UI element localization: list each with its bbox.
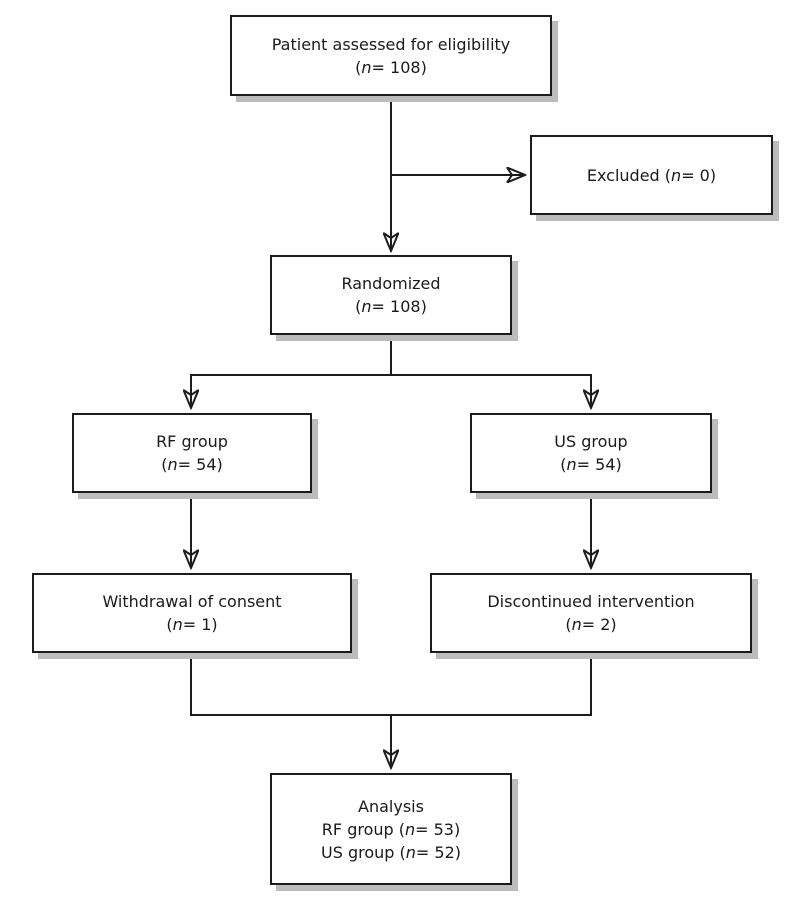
node-analysis-title: Analysis — [358, 796, 424, 816]
node-discontinued-count: (n= 2) — [565, 615, 617, 634]
node-us-group-title: US group — [554, 432, 628, 451]
node-us-group-count: (n= 54) — [560, 455, 622, 474]
node-rf-group-title: RF group — [156, 432, 228, 451]
node-discontinued-title: Discontinued intervention — [487, 592, 695, 611]
node-excluded-title: Excluded (n= 0) — [586, 165, 717, 185]
node-rf-group-count: (n= 54) — [161, 455, 223, 474]
node-analysis-us-count: US group (n= 52) — [321, 842, 461, 862]
node-eligibility-count: (n= 108) — [355, 57, 427, 77]
node-randomized: Randomized (n= 108) — [270, 255, 512, 335]
node-withdrawal-count: (n= 1) — [166, 615, 218, 634]
node-discontinued: Discontinued intervention (n= 2) — [430, 573, 752, 653]
node-analysis-rf-count: RF group (n= 53) — [321, 819, 461, 839]
node-withdrawal-title: Withdrawal of consent — [102, 592, 282, 611]
node-randomized-title: Randomized — [341, 274, 441, 293]
node-randomized-count: (n= 108) — [355, 297, 427, 316]
node-analysis: Analysis RF group (n= 53) US group (n= 5… — [270, 773, 512, 885]
node-eligibility-title: Patient assessed for eligibility — [271, 34, 511, 54]
node-us-group: US group (n= 54) — [470, 413, 712, 493]
node-excluded: Excluded (n= 0) — [530, 135, 773, 215]
node-rf-group: RF group (n= 54) — [72, 413, 312, 493]
node-eligibility: Patient assessed for eligibility (n= 108… — [230, 15, 552, 96]
node-withdrawal: Withdrawal of consent (n= 1) — [32, 573, 352, 653]
